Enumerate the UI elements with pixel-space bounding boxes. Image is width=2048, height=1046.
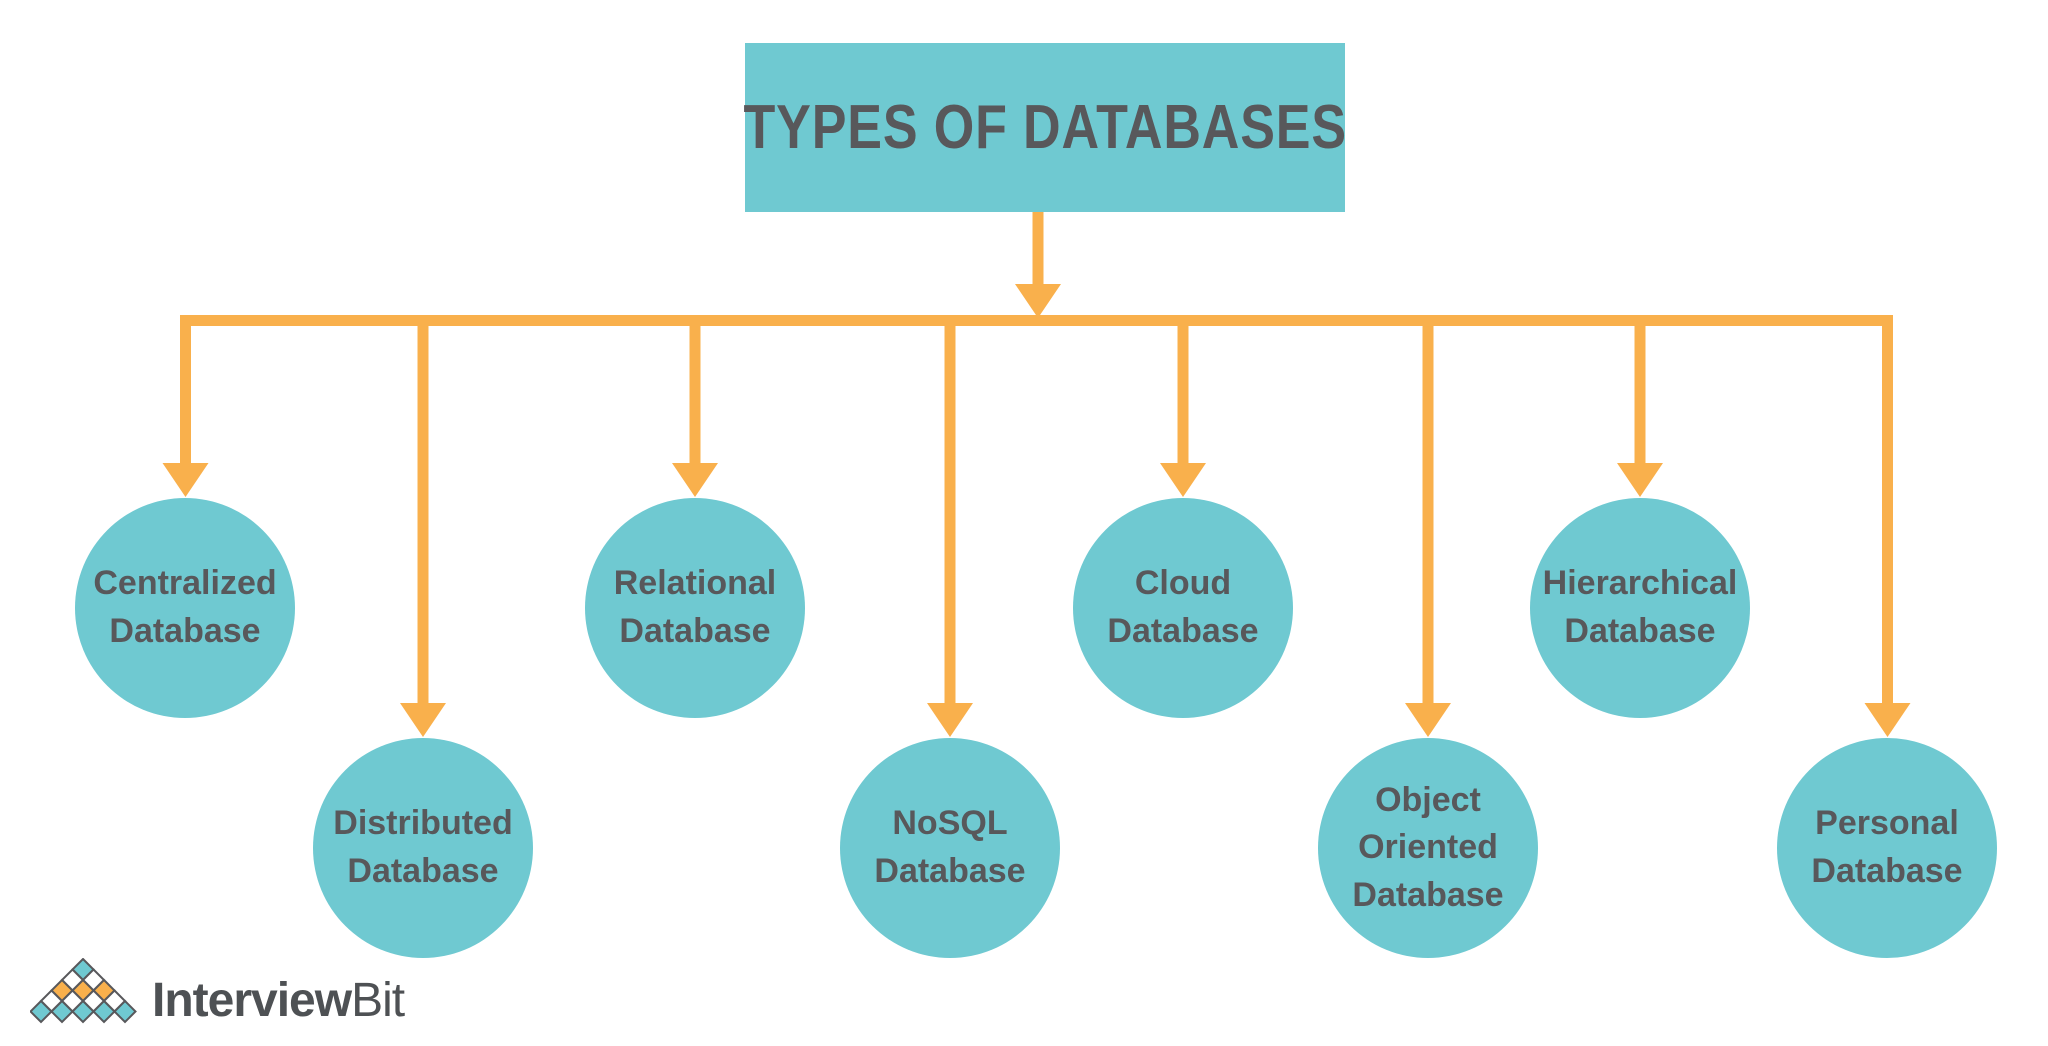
- node-distributed-database: Distributed Database: [313, 738, 533, 958]
- node-hierarchical-database: Hierarchical Database: [1530, 498, 1750, 718]
- node-label-object-oriented: Object Oriented Database: [1352, 780, 1504, 914]
- node-label-nosql: NoSQL Database: [874, 804, 1026, 890]
- node-object-oriented-database: Object Oriented Database: [1318, 738, 1538, 958]
- node-label-cloud: Cloud Database: [1107, 564, 1259, 650]
- node-label-personal: Personal Database: [1811, 804, 1963, 890]
- arrow-object-oriented: [1405, 326, 1451, 737]
- node-label-distributed: Distributed Database: [333, 804, 513, 890]
- interviewbit-wordmark: InterviewBit: [152, 973, 405, 1028]
- title-box: TYPES OF DATABASES: [743, 43, 1347, 212]
- arrow-centralized: [162, 326, 209, 497]
- bus-line: [180, 315, 1893, 326]
- node-label-relational: Relational Database: [613, 564, 777, 650]
- wordmark-interview: Interview: [152, 973, 352, 1027]
- arrow-personal: [1864, 326, 1911, 737]
- root-arrow: [1015, 212, 1061, 318]
- arrow-distributed: [400, 326, 446, 737]
- node-relational-database: Relational Database: [585, 498, 805, 718]
- node-label-centralized: Centralized Database: [93, 564, 277, 650]
- node-cloud-database: Cloud Database: [1073, 498, 1293, 718]
- arrow-cloud: [1160, 326, 1206, 497]
- diagram-title: TYPES OF DATABASES: [743, 93, 1347, 162]
- node-nosql-database: NoSQL Database: [840, 738, 1060, 958]
- arrow-relational: [672, 326, 718, 497]
- wordmark-bit: Bit: [351, 973, 405, 1027]
- node-centralized-database: Centralized Database: [75, 498, 295, 718]
- arrow-hierarchical: [1617, 326, 1663, 497]
- interviewbit-pyramid-icon: [30, 958, 137, 1024]
- arrow-nosql: [927, 326, 973, 737]
- node-label-hierarchical: Hierarchical Database: [1542, 564, 1738, 650]
- node-personal-database: Personal Database: [1777, 738, 1997, 958]
- interviewbit-logo: InterviewBit: [30, 958, 405, 1032]
